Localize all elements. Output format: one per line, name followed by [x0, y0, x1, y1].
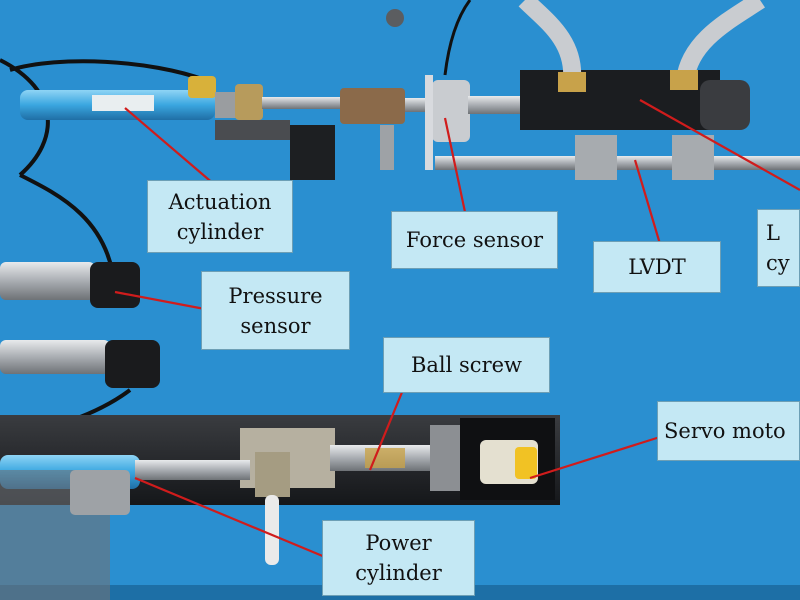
- load-cylinder: [518, 0, 765, 130]
- label-actuation-cylinder: Actuation cylinder: [147, 180, 293, 253]
- force-sensor: [405, 0, 528, 170]
- power-cylinder: [0, 452, 290, 600]
- clevis-bracket: [290, 9, 405, 180]
- label-line: Actuation: [168, 189, 272, 214]
- label-line: Force sensor: [405, 228, 544, 252]
- label-line: Ball screw: [410, 353, 523, 377]
- label-power-cylinder: Power cylinder: [322, 520, 475, 596]
- label-line: Servo moto: [664, 419, 786, 443]
- pressure-sensor-lower: [0, 340, 160, 442]
- label-lvdt: LVDT: [593, 241, 721, 293]
- label-ball-screw: Ball screw: [383, 337, 550, 393]
- label-line: LVDT: [628, 255, 686, 279]
- label-force-sensor: Force sensor: [391, 211, 558, 269]
- leader-lines: [114, 99, 800, 559]
- label-line: cylinder: [355, 561, 442, 585]
- label-line: Power: [365, 531, 432, 555]
- label-line: cylinder: [176, 219, 264, 244]
- label-pressure-sensor: Pressure sensor: [201, 271, 350, 350]
- label-servo-motor: Servo moto: [657, 401, 800, 461]
- label-load-cylinder: L cy: [757, 209, 800, 287]
- label-line: cy: [766, 251, 790, 275]
- label-line: sensor: [240, 313, 311, 338]
- lvdt: [435, 135, 800, 180]
- label-line: L: [766, 221, 780, 245]
- black-cable: [9, 59, 206, 82]
- servo-motor: [460, 418, 555, 500]
- actuation-cylinder: [20, 76, 342, 140]
- label-line: Pressure: [228, 283, 323, 308]
- pressure-sensor-upper: [0, 262, 140, 308]
